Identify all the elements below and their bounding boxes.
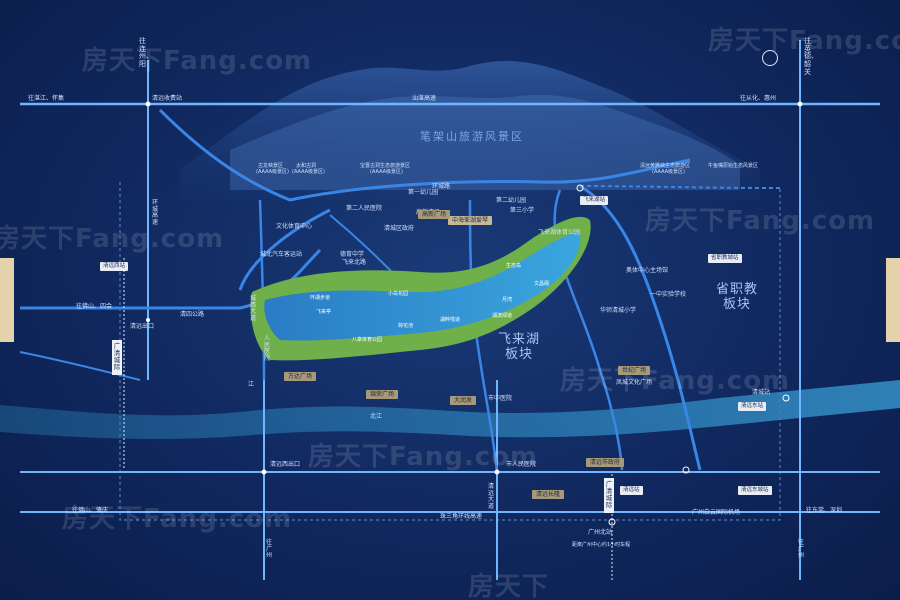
lake-label-huanhu: 环湖步道 — [310, 295, 331, 301]
facility-people-hospital: 人民医院 — [264, 335, 271, 362]
watermark-short: 房天下 — [468, 572, 550, 600]
watermark: 房天下Fang.com — [560, 366, 791, 396]
lake-label-yuewan: 月湾 — [502, 297, 513, 303]
watermark: 房天下Fang.com — [82, 46, 313, 76]
lake — [264, 232, 581, 341]
station-shengzhijiao[interactable]: 省职教城站 — [708, 254, 742, 263]
facility-culture: 文化体育中心 — [276, 223, 313, 230]
station-guangzhou-north: 广州北站 — [588, 529, 613, 536]
direction-conghua: 往从化、惠州 — [740, 95, 777, 102]
facility-yizhong: 一中实验学校 — [650, 291, 687, 298]
facility-hospital2: 第二人民医院 — [346, 205, 383, 212]
lake-label-xiaodao: 小岛花园 — [388, 291, 409, 297]
exit-qingyuan-west: 清远西出口 — [270, 461, 301, 468]
tag-expo: 清远长隆 — [532, 490, 565, 500]
tag-wanda: 万达广场 — [284, 372, 317, 382]
mountain-range-back — [230, 94, 740, 190]
facility-kinder2: 第二幼儿园 — [496, 197, 527, 204]
left-edge-tab — [0, 258, 14, 342]
watermark: 房天下Fang.com — [708, 26, 900, 56]
road-chengxi: 城西大道 — [250, 295, 257, 322]
direction-foshan-sihui: 往佛山、四会 — [76, 303, 113, 310]
watermark: 房天下Fang.com — [308, 442, 539, 472]
tag-gaoxin: 高新广场 — [418, 210, 451, 220]
facility-qingcheng-gov: 清城区政府 — [384, 225, 415, 232]
station-dongcheng[interactable]: 清远东城站 — [738, 486, 772, 495]
exit-toll-top: 清远收费站 — [152, 95, 183, 102]
road-feilai-north: 飞来北路 — [342, 259, 367, 266]
attraction-niuyu: 牛鱼嘴原始生态风景区 — [708, 163, 759, 169]
exit-qingyuan-toll: 清远出口 — [130, 323, 155, 330]
watermark: 房天下Fang.com — [0, 224, 225, 254]
station-qingyuan-west[interactable]: 清远西站 — [100, 262, 129, 271]
direction-zhanjiang: 往湛江、怀集 — [28, 95, 65, 102]
station-qingyuan[interactable]: 清远站 — [620, 486, 643, 495]
scenic-area-label: 笔架山旅游风景区 — [420, 130, 524, 143]
attraction-baoxuan-sub: (AAAA级景区) — [370, 169, 404, 175]
attraction-taihe-sub: (AAAA级景区) — [292, 169, 326, 175]
tag-jinhuang: 锦荣广场 — [366, 390, 399, 400]
mountain-range — [180, 60, 760, 201]
attraction-gudong: 古龙峡景区 — [258, 163, 284, 169]
lake-label-lotus: 荷花池 — [398, 323, 414, 329]
road-shanzhan: 汕湛高速 — [412, 95, 437, 102]
facility-school: 德育中学 — [340, 251, 365, 258]
attraction-taihe: 太和古洞 — [296, 163, 317, 169]
facility-jiao-center: 奥体中心主场馆 — [626, 267, 669, 274]
district-feilaihu: 飞来湖板块 — [498, 332, 541, 362]
station-qingcheng: 清城站 — [752, 389, 771, 396]
lake-label-greenway: 湖滨绿道 — [492, 313, 513, 319]
watermark: 房天下Fang.com — [645, 206, 876, 236]
lake-label-sports-park: 八章体育公园 — [352, 337, 383, 343]
project-label: 中海峯湖爱琴 — [448, 216, 493, 226]
rail-guangqing-left: 广清城际 — [112, 340, 122, 375]
direction-lianzhou: 往连州、阳 — [139, 37, 153, 69]
direction-dongguan: 往东莞、深圳 — [806, 507, 843, 514]
attraction-huanghua-sub: (AAAA级景区) — [652, 169, 686, 175]
lake-label-island: 生态岛 — [506, 263, 522, 269]
facility-feilaihu-sports: 飞来湖体育公园 — [538, 229, 581, 236]
facility-nanzhan: 市中医院 — [488, 395, 513, 402]
direction-yingde: 往英德、韶关 — [804, 37, 818, 76]
lake-label-lakefront: 湖畔栈道 — [440, 317, 461, 323]
facility-fengcheng: 凤城文化广场 — [616, 379, 653, 386]
river-beijiang: 北江 — [370, 413, 383, 420]
tag-city-gov: 清远市政府 — [586, 458, 625, 468]
compass-icon — [762, 50, 778, 66]
road-zhuhai: 珠三角环线高速 — [440, 513, 483, 520]
attraction-baoxuan: 宝晋古洞生态旅游景区 — [360, 163, 411, 169]
direction-guangzhou-left: 往广州 — [266, 539, 273, 560]
river-jiang: 江 — [248, 381, 255, 388]
facility-kinder1: 第一幼儿园 — [408, 189, 439, 196]
facility-primary3: 第三小学 — [510, 207, 535, 214]
facility-feilai-school: 华师清城小学 — [600, 307, 637, 314]
attraction-huanghua: 清远黄腾峡生态旅游区 — [640, 163, 691, 169]
attraction-gudong-sub: (AAAA级景区) — [256, 169, 290, 175]
airport-baiyun: 广州白云国际机场 — [692, 509, 741, 516]
road-qingsi: 清四公路 — [180, 311, 205, 318]
road-huancheng: 环城路 — [432, 183, 451, 190]
station-qingyuan-east[interactable]: 清远东站 — [738, 402, 767, 411]
tag-fengcheng: 世纪广场 — [618, 366, 651, 376]
rail-guangqing-right: 广清城际 — [604, 478, 614, 513]
facility-city-hospital: 市人民医院 — [506, 461, 537, 468]
lake-label-wenchang: 文昌阁 — [534, 281, 550, 287]
lake-label-feilai: 飞来亭 — [316, 309, 332, 315]
road-huancheng-left: 环城高速 — [152, 199, 159, 226]
direction-guangzhou-right: 往广州 — [798, 539, 805, 560]
facility-bus: 城北汽车客运站 — [260, 251, 303, 258]
north-river — [0, 380, 900, 439]
station-feilaihu[interactable]: 飞来湖站 — [580, 196, 609, 205]
watermark: 房天下Fang.com — [62, 504, 293, 534]
bottom-note: 距离广州中心约1小时车程 — [572, 542, 631, 548]
tag-dajiang: 大润发 — [450, 396, 477, 406]
district-shengzhijiao: 省职教板块 — [716, 282, 759, 312]
direction-foshan-zhaoqing: 往佛山、肇庆 — [72, 507, 109, 514]
right-edge-tab — [886, 258, 900, 342]
road-qingyuan-ave: 清远大道 — [488, 483, 495, 510]
